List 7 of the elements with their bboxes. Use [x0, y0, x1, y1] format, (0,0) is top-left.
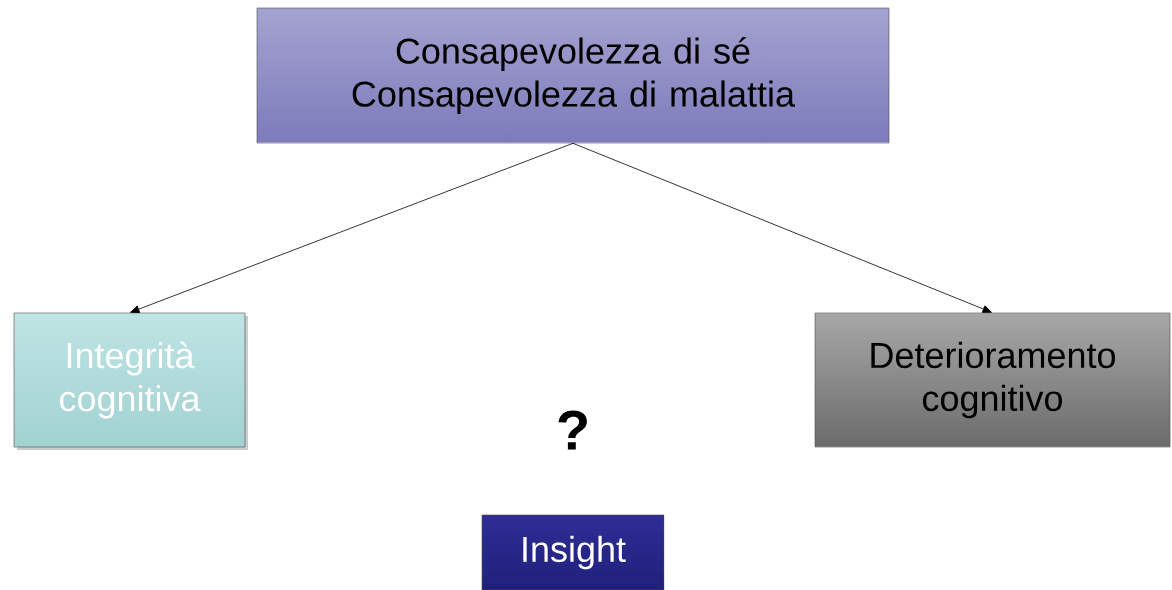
box: Integrità cognitiva — [13, 312, 248, 450]
question-mark: ? — [558, 410, 587, 450]
box: Deterioramento cognitivo — [814, 312, 1171, 448]
arrow — [130, 142, 574, 313]
box: Insight — [481, 514, 665, 590]
box: Consapevolezza di sé Consapevolezza di malattia — [256, 7, 890, 144]
arrow — [572, 142, 992, 313]
